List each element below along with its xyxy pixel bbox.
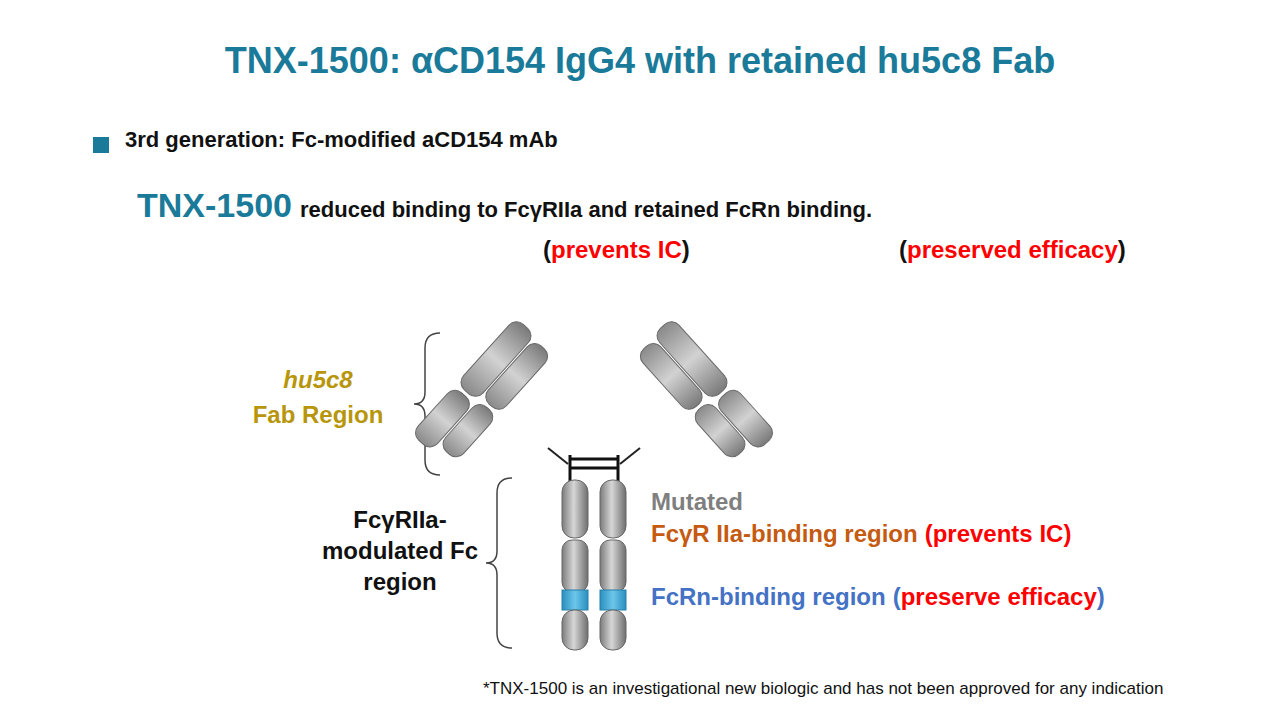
note-text: preserved efficacy [907, 236, 1118, 264]
fc-region [562, 480, 626, 650]
hinge [570, 455, 618, 482]
text-group: *TNX-1500 is an investigational new biol… [483, 679, 1163, 699]
fc-brace [486, 478, 512, 648]
note-text: preserve efficacy [901, 583, 1097, 611]
text-group: (prevents IC) [543, 236, 690, 264]
part-name: Fab Region [253, 399, 384, 430]
text-group: FcγRIIa- modulated Fc region [315, 504, 485, 598]
text-group: (preserved efficacy) [899, 236, 1126, 264]
note-text: (prevents IC) [925, 520, 1072, 548]
text-group: hu5c8Fab Region [218, 364, 418, 430]
paren: ( [899, 236, 907, 264]
text-group: 3rd generation: Fc-modified aCD154 mAb [125, 127, 558, 153]
paren: ( [543, 236, 551, 264]
fab-brace [414, 333, 440, 475]
text-group: FcγR IIa-binding region(prevents IC) [651, 520, 1071, 548]
product-name: TNX-1500 [137, 186, 292, 225]
note-text: prevents IC [551, 236, 682, 264]
bullet-text: 3rd generation: Fc-modified aCD154 mAb [125, 127, 558, 153]
footnote: *TNX-1500 is an investigational new biol… [483, 679, 1163, 699]
part-label: FcγR IIa-binding region [651, 520, 918, 548]
right-fab-arm [634, 318, 777, 469]
part-name: hu5c8 [283, 364, 352, 395]
left-fab-arm [411, 318, 554, 469]
paren: ) [682, 236, 690, 264]
paren: ) [1118, 236, 1126, 264]
paren: ) [1097, 583, 1105, 611]
part-label: FcRn-binding region [651, 583, 886, 611]
text-group: FcRn-binding region(preserve efficacy) [651, 583, 1105, 611]
paren: ( [893, 583, 901, 611]
slide-title: TNX-1500: αCD154 IgG4 with retained hu5c… [0, 40, 1280, 82]
text-group: TNX-1500 reduced binding to FcγRIIa and r… [137, 186, 872, 225]
part-label: Mutated [651, 488, 743, 516]
bullet-square [93, 137, 109, 153]
part-name: FcγRIIa- modulated Fc region [315, 504, 485, 598]
text-group: Mutated [651, 488, 743, 516]
summary-text: reduced binding to FcγRIIa and retained … [300, 197, 872, 223]
